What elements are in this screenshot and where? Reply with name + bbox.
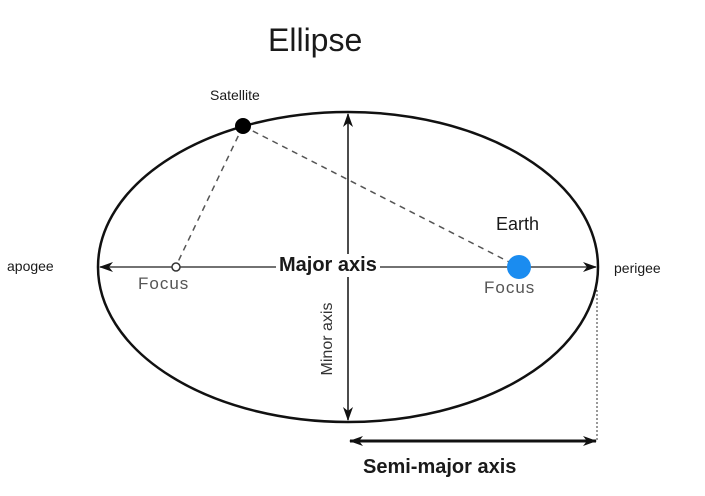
semi-major-axis-label: Semi-major axis <box>363 456 517 478</box>
diagram-title: Ellipse <box>268 22 363 58</box>
orbit-ellipse <box>96 110 600 424</box>
minor-axis-label: Minor axis <box>319 302 336 376</box>
satellite-label: Satellite <box>210 87 260 103</box>
earth-label: Earth <box>496 214 540 234</box>
focus-label-left: Focus <box>138 274 190 293</box>
major-axis-label: Major axis <box>276 254 380 277</box>
perigee-label: perigee <box>614 260 661 276</box>
satellite-dot <box>235 118 251 134</box>
empty-focus-marker <box>171 262 181 272</box>
focus-line-left <box>175 125 244 267</box>
apogee-label: apogee <box>7 258 54 274</box>
focus-line-right <box>242 125 518 267</box>
focus-label-right: Focus <box>484 278 536 297</box>
earth-focus-dot <box>507 255 531 279</box>
